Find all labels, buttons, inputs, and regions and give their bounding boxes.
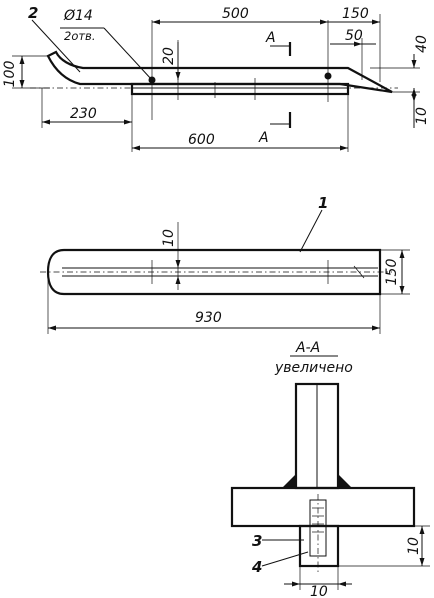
dim-10-right: 10 [414,107,430,125]
weld-left [282,474,296,488]
plan-view: 10 150 930 1 [40,194,410,334]
section-lower-block [298,524,340,568]
plan-dim-10: 10 [161,229,177,247]
section-subtitle: увеличено [274,360,353,376]
plan-dim-930: 930 [195,310,222,326]
section-dim-10-horizontal: 10 [310,584,328,598]
section-dim-10-vertical: 10 [406,537,422,555]
dim-150-top: 150 [342,6,369,22]
section-mark-a-top: A [265,30,276,46]
callout-1: 1 [318,194,328,212]
callout-3: 3 [252,532,262,550]
callout-4: 4 [251,558,262,576]
dim-100: 100 [2,61,18,88]
side-elevation-view: 500 150 50 40 10 20 100 [2,4,430,152]
section-mark-a-bottom: A [258,130,269,146]
dim-40: 40 [414,35,430,53]
hole-diameter-label: Ø14 [63,8,93,24]
dim-20: 20 [161,47,177,65]
base-plate [130,82,350,96]
section-view: A-A увеличено 3 4 10 [230,340,430,598]
weld-right [338,474,352,488]
section-title: A-A [295,340,320,356]
blade-outline [46,50,393,94]
plan-outline [46,248,382,296]
hole-count-label: 2отв. [64,29,96,43]
dim-600: 600 [188,132,215,148]
plan-dim-150: 150 [384,259,400,286]
dim-500: 500 [222,6,249,22]
dim-50: 50 [345,28,363,44]
dim-230: 230 [70,106,97,122]
section-base-plate [230,486,416,528]
callout-2: 2 [28,4,38,22]
